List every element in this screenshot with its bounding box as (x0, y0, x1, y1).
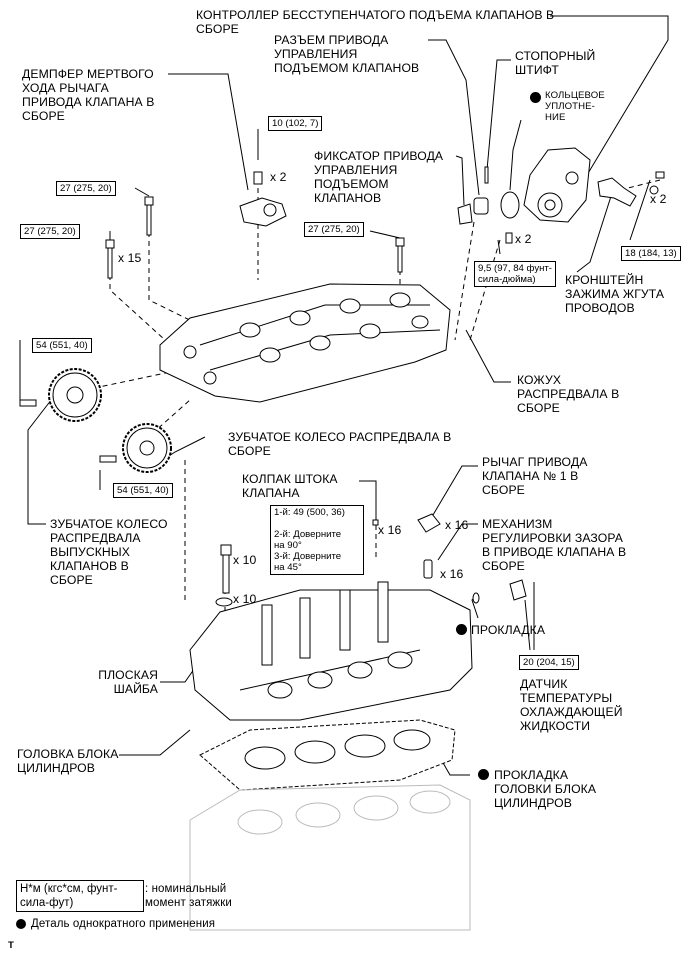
label-camshaft-housing: КОЖУХ РАСПРЕДВАЛА В СБОРЕ (517, 373, 620, 415)
corner-mark: T (8, 940, 14, 951)
count-washers: x 10 (233, 592, 257, 606)
torque-box-head-bolts: 1-й: 49 (500, 36) 2-й: Доверните на 90° … (270, 505, 364, 575)
single-use-dot-o-ring (530, 92, 541, 103)
vvl-connector-part (457, 197, 489, 225)
leader-exhaust-gear (27, 394, 56, 525)
torque-box-coolant-sensor: 20 (204, 15) (519, 655, 579, 670)
rocker-arm-part (417, 513, 441, 533)
gasket-part (472, 592, 480, 604)
leader-stop-pin (486, 59, 511, 171)
label-camshaft-gear: ЗУБЧАТОЕ КОЛЕСО РАСПРЕДВАЛА В СБОРЕ (228, 430, 452, 458)
count-bracket: x 2 (650, 192, 667, 206)
label-vvl-connector: РАЗЪЕМ ПРИВОДА УПРАВЛЕНИЯ ПОДЪЕМОМ КЛАПА… (274, 33, 420, 75)
torque-box-bolt-c: 27 (275, 20) (304, 222, 364, 237)
torque-box-pin: 9,5 (97, 84 фунт- сила-дюйма) (474, 261, 557, 287)
engine-block-part (189, 784, 471, 931)
leader-camshaft-housing (465, 329, 511, 383)
label-head-gasket: ПРОКЛАДКА ГОЛОВКИ БЛОКА ЦИЛИНДРОВ (494, 768, 597, 810)
flat-washer-part (215, 597, 233, 607)
label-cylinder-head: ГОЛОВКА БЛОКА ЦИЛИНДРОВ (17, 747, 119, 775)
exhaust-gear-part (19, 368, 102, 422)
count-lash: x 16 (440, 567, 464, 581)
damper-part (239, 171, 287, 227)
leader-vvl-connector (428, 39, 480, 196)
label-coolant-sensor: ДАТЧИК ТЕМПЕРАТУРЫ ОХЛАЖДАЮЩЕЙ ЖИДКОСТИ (520, 677, 623, 733)
legend-unit-box: Н*м (кгс*см, фунт- сила-фут) (16, 880, 144, 912)
torque-box-damper: 10 (102, 7) (268, 116, 323, 131)
leader-vvl-controller (550, 15, 669, 191)
camshaft-gear-part (99, 423, 172, 473)
label-gasket: ПРОКЛАДКА (471, 623, 546, 637)
label-o-ring: КОЛЬЦЕВОЕ УПЛОТНЕ- НИЕ (545, 90, 605, 123)
count-head-bolts: x 10 (233, 553, 257, 567)
leader-harness-bracket (576, 189, 614, 273)
camshaft-housing-part (159, 283, 451, 403)
label-exhaust-gear: ЗУБЧАТОЕ КОЛЕСО РАСПРЕДВАЛА ВЫПУСКНЫХ КЛ… (50, 517, 168, 587)
count-bolts-15: x 15 (118, 251, 142, 265)
count-damper: x 2 (270, 170, 287, 184)
single-use-dot-gasket (456, 624, 467, 635)
coolant-sensor-part (509, 579, 527, 601)
count-stem-cap: x 16 (378, 523, 402, 537)
label-harness-bracket: КРОНШТЕЙН ЗАЖИМА ЖГУТА ПРОВОДОВ (565, 273, 665, 315)
label-washer: ПЛОСКАЯ ШАЙБА (98, 668, 158, 696)
leader-damper (168, 73, 249, 191)
legend-unit-description: : номинальный момент затяжки (145, 883, 232, 909)
label-rocker-arm: РЫЧАГ ПРИВОДА КЛАПАНА № 1 В СБОРЕ (482, 455, 588, 497)
single-use-dot-head-gasket (478, 769, 489, 780)
leader-o-ring (509, 119, 522, 191)
torque-box-camshaft-gear: 54 (551, 40) (113, 483, 173, 498)
leader-rocker-arm (429, 465, 478, 521)
vvl-controller-part (523, 147, 591, 223)
leader-stem-cap (359, 480, 377, 522)
count-rocker: x 16 (445, 518, 469, 532)
head-gasket-part (199, 719, 456, 791)
label-stop-pin: СТОПОРНЫЙ ШТИФТ (515, 49, 596, 77)
legend-single-use-text: Деталь однократного применения (31, 918, 216, 930)
torque-box-bolt-b: 27 (275, 20) (20, 224, 80, 239)
o-ring-part (500, 191, 520, 219)
leader-lash-adjuster (437, 523, 478, 561)
label-lash-adjuster: МЕХАНИЗМ РЕГУЛИРОВКИ ЗАЗОРА В ПРИВОДЕ КЛ… (482, 517, 627, 573)
leader-cylinder-head (119, 729, 191, 756)
cylinder-head-part (189, 581, 473, 721)
stem-cap-part (372, 519, 379, 526)
label-retainer: ФИКСАТОР ПРИВОДА УПРАВЛЕНИЯ ПОДЪЕМОМ КЛА… (314, 149, 444, 205)
label-vvl-controller: КОНТРОЛЛЕР БЕССТУПЕНЧАТОГО ПОДЪЕМА КЛАПА… (196, 8, 555, 36)
stop-pin-part (484, 166, 489, 184)
count-pin: x 2 (515, 232, 532, 246)
lash-adjuster-part (423, 559, 433, 579)
torque-box-exhaust-gear: 54 (551, 40) (32, 338, 92, 353)
leader-retainer (455, 155, 465, 206)
legend-single-use-dot (16, 919, 26, 929)
torque-box-bracket: 18 (184, 13) (621, 246, 681, 261)
torque-box-bolt-a: 27 (275, 20) (56, 181, 116, 196)
harness-bracket-part (597, 177, 637, 207)
label-damper: ДЕМПФЕР МЕРТВОГО ХОДА РЫЧАГА ПРИВОДА КЛА… (22, 67, 155, 123)
label-stem-cap: КОЛПАК ШТОКА КЛАПАНА (242, 472, 338, 500)
